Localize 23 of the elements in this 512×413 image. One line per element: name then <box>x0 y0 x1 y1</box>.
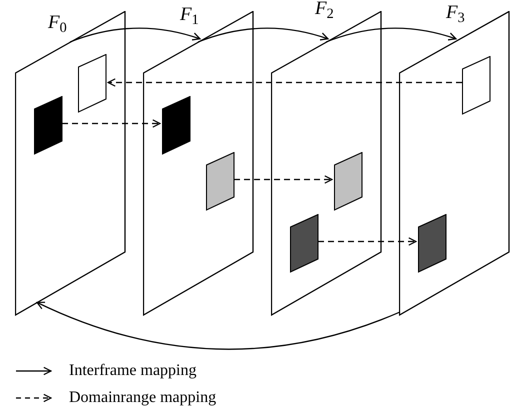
dashed-arrow <box>234 175 333 184</box>
block-patch <box>162 96 191 155</box>
block-patch <box>334 152 363 211</box>
curved-arrow <box>36 301 400 350</box>
frame-label: F$_{1}$ <box>180 5 199 24</box>
curved-arrow <box>326 28 457 43</box>
legend-text: Interframe mapping <box>69 361 196 381</box>
block-patch <box>34 96 63 155</box>
block-patch <box>418 214 447 273</box>
frame-label: F$_{3}$ <box>446 3 465 22</box>
block-patch <box>462 56 491 115</box>
frame-label: F$_{2}$ <box>315 0 334 18</box>
legend-text: Domainrange mapping <box>69 388 216 408</box>
dashed-arrow <box>318 237 417 246</box>
frame-plane <box>15 11 126 316</box>
dashed-arrow <box>107 78 462 87</box>
block-patch <box>78 54 107 113</box>
frame-label: F$_{0}$ <box>48 13 67 32</box>
block-patch <box>206 152 235 211</box>
curved-arrow <box>70 28 201 43</box>
block-patch <box>290 214 319 273</box>
dashed-arrow <box>62 119 161 128</box>
curved-arrow <box>198 28 329 43</box>
